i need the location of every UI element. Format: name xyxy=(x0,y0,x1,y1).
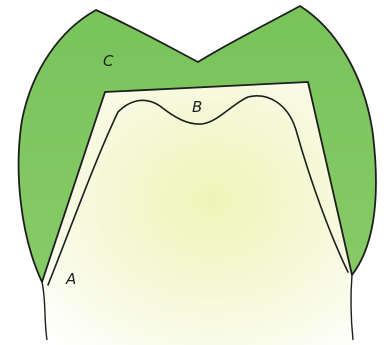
tooth-right-side xyxy=(351,275,353,340)
label-c: C xyxy=(103,52,114,70)
label-b: B xyxy=(192,98,202,116)
label-a: A xyxy=(65,270,76,288)
